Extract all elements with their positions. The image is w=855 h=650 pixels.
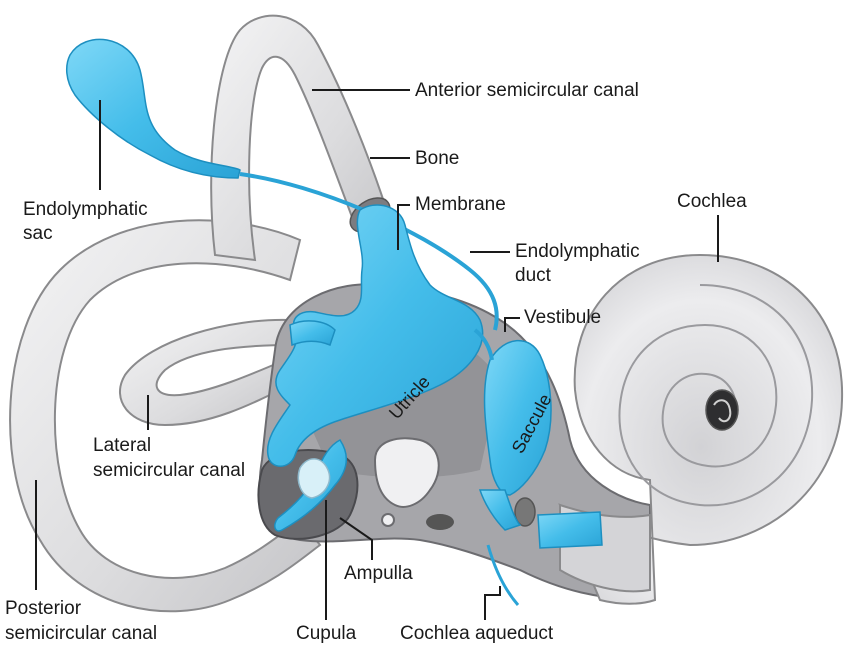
cochlea [560, 255, 842, 604]
ampulla-label: Ampulla [344, 562, 413, 585]
anterior-canal-label: Anterior semicircular canal [415, 79, 639, 102]
vestibule-label: Vestibule [524, 306, 601, 329]
membrane-label: Membrane [415, 193, 506, 216]
cupula-label: Cupula [296, 622, 356, 645]
endolymphatic-sac-label-line2: sac [23, 222, 53, 245]
bone-label: Bone [415, 147, 459, 170]
posterior-canal-label-line1: Posterior [5, 597, 81, 620]
endolymphatic-duct-label-line1: Endolymphatic [515, 240, 640, 263]
lateral-canal-label-line2: semicircular canal [93, 459, 245, 482]
cochlea-aqueduct-label: Cochlea aqueduct [400, 622, 553, 645]
posterior-canal-label-line2: semicircular canal [5, 622, 157, 645]
endolymphatic-sac-label-line1: Endolymphatic [23, 198, 148, 221]
lateral-canal-label-line1: Lateral [93, 434, 151, 457]
endolymphatic-duct-label-line2: duct [515, 264, 551, 287]
cochlea-label: Cochlea [677, 190, 747, 213]
